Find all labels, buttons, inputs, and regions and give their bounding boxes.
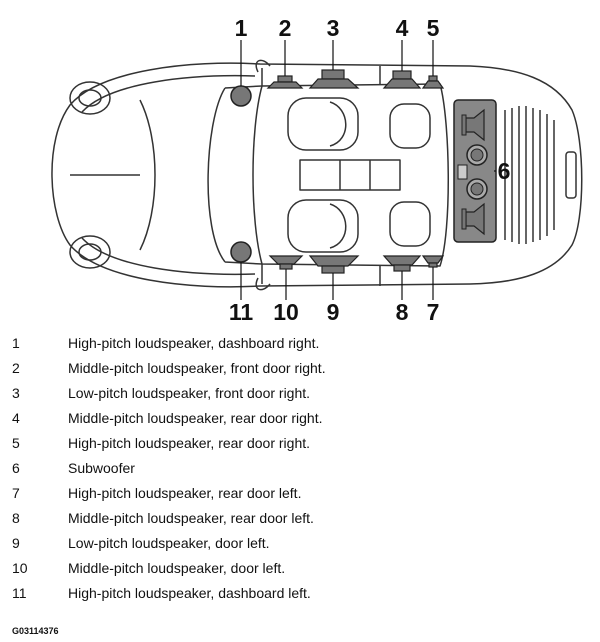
legend-number: 5 — [12, 435, 20, 451]
car-inner-outline — [81, 74, 256, 276]
legend-description: Middle-pitch loudspeaker, front door rig… — [68, 360, 326, 376]
speaker-1-dashboard-right — [230, 85, 252, 107]
car-body-outline — [51, 62, 583, 288]
callout-6: 6 — [498, 158, 511, 184]
front-seat-right — [287, 97, 359, 151]
speaker-10-door-left — [268, 255, 304, 270]
callout-11: 11 — [229, 299, 254, 325]
callout-5: 5 — [427, 15, 440, 41]
speaker-6-subwoofer — [453, 99, 497, 243]
legend-description: Low-pitch loudspeaker, door left. — [68, 535, 270, 551]
callout-7: 7 — [427, 299, 440, 325]
mirror-right — [255, 59, 271, 73]
rear-handle — [565, 151, 577, 199]
door-line-left — [261, 264, 381, 286]
legend-description: High-pitch loudspeaker, rear door left. — [68, 485, 302, 501]
speaker-11-dashboard-left — [230, 241, 252, 263]
car-speaker-diagram: 1 2 3 4 5 6 7 8 9 10 11 — [51, 15, 583, 325]
legend-description: High-pitch loudspeaker, dashboard right. — [68, 335, 320, 351]
figure-code: G03114376 — [12, 626, 59, 636]
legend-number: 10 — [12, 560, 28, 576]
rear-vent-grille — [504, 106, 555, 244]
legend-description: Low-pitch loudspeaker, front door right. — [68, 385, 311, 401]
legend-number: 6 — [12, 460, 20, 476]
callout-9: 9 — [327, 299, 340, 325]
speaker-8-rear-door-left — [382, 255, 422, 272]
legend-number: 4 — [12, 410, 20, 426]
center-console — [299, 159, 401, 191]
hood-line — [139, 99, 156, 251]
callout-8: 8 — [396, 299, 409, 325]
legend-description: High-pitch loudspeaker, rear door right. — [68, 435, 311, 451]
speaker-9-door-left — [308, 255, 360, 274]
door-line-right — [261, 66, 381, 86]
headlight-right — [69, 81, 111, 115]
legend-number: 11 — [12, 585, 27, 601]
speaker-3-front-door-right — [308, 69, 360, 89]
rear-seat-right — [389, 103, 431, 149]
speaker-5-rear-door-right — [421, 75, 445, 89]
legend-description: Middle-pitch loudspeaker, door left. — [68, 560, 286, 576]
mirror-left — [255, 277, 271, 291]
headlight-left-inner — [78, 243, 102, 261]
legend-number: 7 — [12, 485, 20, 501]
speaker-2-front-door-right — [266, 75, 304, 89]
callout-10: 10 — [273, 299, 299, 325]
legend-number: 2 — [12, 360, 20, 376]
callout-4: 4 — [396, 15, 409, 41]
rear-seat-left — [389, 201, 431, 247]
legend-description: High-pitch loudspeaker, dashboard left. — [68, 585, 311, 601]
legend-number: 3 — [12, 385, 20, 401]
windshield — [207, 85, 263, 265]
callout-3: 3 — [327, 15, 340, 41]
headlight-right-inner — [78, 89, 102, 107]
legend-description: Subwoofer — [68, 460, 135, 476]
speaker-7-rear-door-left — [421, 255, 445, 268]
legend-description: Middle-pitch loudspeaker, rear door left… — [68, 510, 314, 526]
front-seat-left — [287, 199, 359, 253]
legend-number: 8 — [12, 510, 20, 526]
headlight-left — [69, 235, 111, 269]
legend-description: Middle-pitch loudspeaker, rear door righ… — [68, 410, 323, 426]
legend-number: 1 — [12, 335, 20, 351]
callout-2: 2 — [279, 15, 292, 41]
cabin-outline — [252, 83, 449, 267]
speaker-4-rear-door-right — [382, 70, 422, 89]
legend-number: 9 — [12, 535, 20, 551]
callout-1: 1 — [235, 15, 248, 41]
